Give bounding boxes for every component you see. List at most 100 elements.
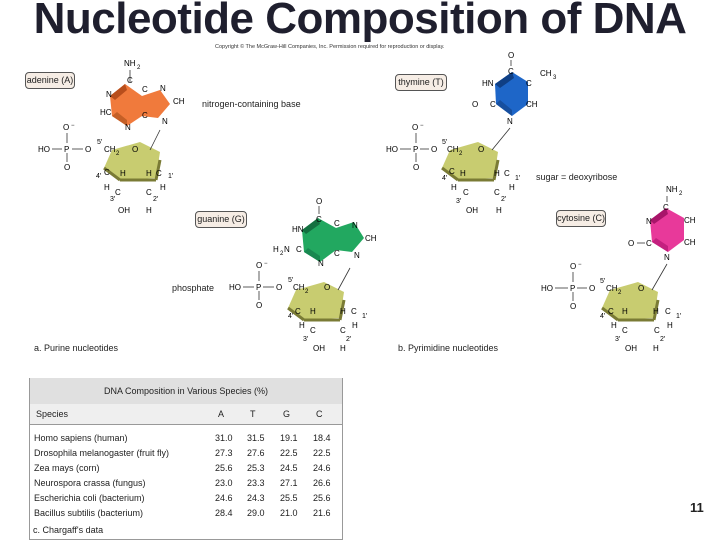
svg-text:H: H	[310, 307, 316, 316]
svg-text:H: H	[299, 321, 305, 330]
table-row: Drosophila melanogaster (fruit fly) 27.3…	[34, 448, 331, 458]
svg-text:C: C	[449, 167, 455, 176]
svg-text:C: C	[490, 100, 496, 109]
svg-text:5′: 5′	[288, 277, 294, 284]
svg-text:OH: OH	[466, 206, 478, 215]
nitrogen-base-label: nitrogen-containing base	[202, 99, 301, 109]
svg-text:C: C	[146, 188, 152, 197]
svg-text:C: C	[316, 215, 322, 224]
svg-text:H: H	[451, 183, 457, 192]
svg-text:C: C	[463, 188, 469, 197]
svg-text:H: H	[340, 307, 346, 316]
svg-text:5′: 5′	[600, 278, 606, 285]
guanine-five-ring	[336, 222, 364, 252]
slide-title: Nucleotide Composition of DNA	[33, 0, 687, 43]
svg-text:O: O	[64, 163, 70, 172]
svg-text:H: H	[146, 169, 152, 178]
svg-text:H: H	[494, 169, 500, 178]
svg-text:O: O	[324, 283, 330, 292]
cytosine-label: cytosine (C)	[556, 210, 606, 227]
table-header-row: Species A T G C	[30, 404, 342, 425]
svg-text:O: O	[276, 283, 282, 292]
svg-text:2: 2	[280, 251, 284, 257]
svg-text:1′: 1′	[362, 313, 368, 320]
svg-text:O: O	[570, 302, 576, 311]
svg-text:N: N	[646, 217, 652, 226]
svg-text:H: H	[653, 344, 659, 353]
svg-text:P: P	[413, 145, 418, 154]
svg-text:N: N	[160, 84, 166, 93]
svg-text:CH: CH	[684, 216, 696, 225]
header-c: C	[316, 409, 323, 419]
svg-text:N: N	[352, 221, 358, 230]
svg-text:O: O	[412, 123, 418, 132]
table-row: Homo sapiens (human) 31.0 31.5 19.1 18.4	[34, 433, 331, 443]
svg-text:3′: 3′	[615, 336, 621, 343]
svg-text:C: C	[127, 76, 133, 85]
svg-text:H: H	[120, 169, 126, 178]
table-row: Neurospora crassa (fungus) 23.0 23.3 27.…	[34, 478, 331, 488]
svg-text:C: C	[504, 169, 510, 178]
svg-text:O: O	[478, 145, 484, 154]
svg-text:N: N	[318, 259, 324, 268]
svg-text:O: O	[472, 100, 478, 109]
svg-text:C: C	[508, 67, 514, 76]
svg-text:C: C	[142, 111, 148, 120]
svg-text:−: −	[420, 123, 424, 129]
svg-text:P: P	[570, 284, 575, 293]
svg-text:H: H	[352, 321, 358, 330]
guanine-sugar	[288, 282, 344, 320]
svg-text:H: H	[340, 344, 346, 353]
svg-text:C: C	[351, 307, 357, 316]
pyrimidine-caption: b. Pyrimidine nucleotides	[398, 343, 499, 353]
svg-text:O: O	[413, 163, 419, 172]
svg-text:C: C	[104, 168, 110, 177]
svg-text:C: C	[622, 326, 628, 335]
svg-text:CH: CH	[606, 284, 618, 293]
svg-text:CH: CH	[365, 234, 377, 243]
svg-text:H: H	[622, 307, 628, 316]
svg-text:2: 2	[305, 289, 309, 295]
svg-text:N: N	[284, 245, 290, 254]
svg-text:2′: 2′	[660, 336, 666, 343]
svg-text:4′: 4′	[600, 313, 606, 320]
svg-text:C: C	[494, 188, 500, 197]
svg-text:P: P	[64, 145, 69, 154]
svg-text:5′: 5′	[97, 139, 103, 146]
table-row: Zea mays (corn) 25.6 25.3 24.5 24.6	[34, 463, 331, 473]
svg-text:C: C	[608, 307, 614, 316]
svg-text:H: H	[146, 206, 152, 215]
svg-text:H: H	[460, 169, 466, 178]
svg-text:2′: 2′	[346, 336, 352, 343]
svg-text:5′: 5′	[442, 139, 448, 146]
svg-text:C: C	[310, 326, 316, 335]
page-number: 11	[690, 500, 704, 515]
header-a: A	[218, 409, 225, 419]
svg-text:O: O	[132, 145, 138, 154]
svg-text:N: N	[106, 90, 112, 99]
svg-text:C: C	[526, 79, 532, 88]
svg-text:O: O	[589, 284, 595, 293]
svg-text:N: N	[125, 123, 131, 132]
svg-text:HC: HC	[100, 108, 112, 117]
svg-text:H: H	[653, 307, 659, 316]
svg-text:4′: 4′	[96, 173, 102, 180]
table-row: Bacillus subtilis (bacterium) 28.4 29.0 …	[34, 508, 331, 518]
svg-text:−: −	[264, 261, 268, 267]
table-body: Homo sapiens (human) 31.0 31.5 19.1 18.4…	[30, 432, 342, 524]
header-t: T	[250, 409, 256, 419]
svg-text:O: O	[256, 261, 262, 270]
svg-text:2′: 2′	[501, 196, 507, 203]
svg-text:HO: HO	[541, 284, 553, 293]
table-title: DNA Composition in Various Species (%)	[30, 378, 342, 404]
svg-text:H: H	[667, 321, 673, 330]
svg-text:1′: 1′	[168, 173, 174, 180]
purine-caption: a. Purine nucleotides	[34, 343, 119, 353]
svg-text:H: H	[509, 183, 515, 192]
svg-text:H: H	[611, 321, 617, 330]
svg-text:3′: 3′	[303, 336, 309, 343]
svg-text:N: N	[354, 251, 360, 260]
svg-text:NH: NH	[124, 59, 136, 68]
